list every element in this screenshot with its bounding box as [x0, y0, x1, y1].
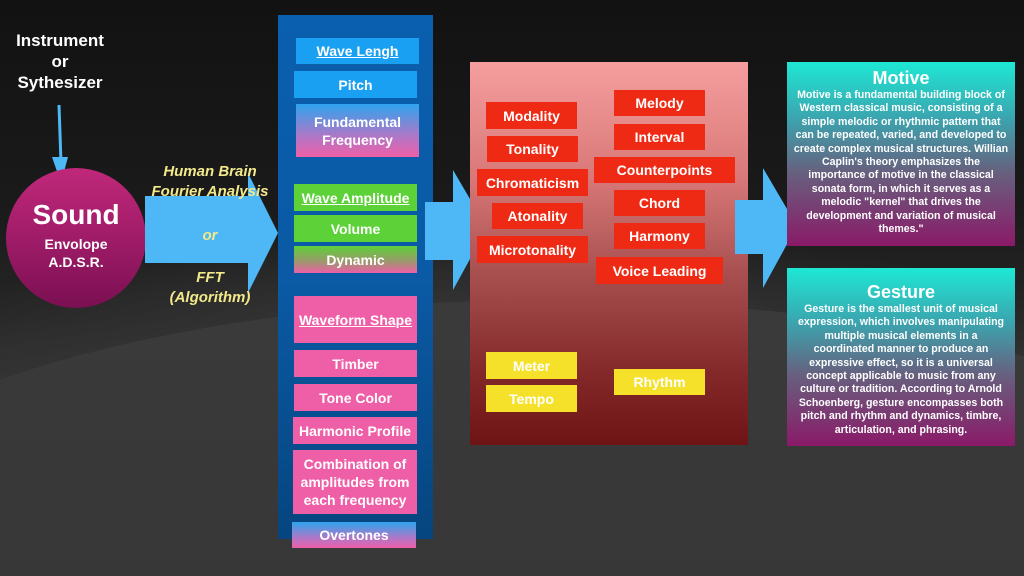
analysis-line-4: (Algorithm)	[169, 289, 251, 306]
analysis-method-2: FFT (Algorithm)	[135, 268, 285, 308]
element-melody: Melody	[614, 90, 705, 116]
param-harmonic-profile: Harmonic Profile	[293, 417, 417, 444]
param-combination-of-amplitudes: Combination of amplitudes from each freq…	[293, 450, 417, 514]
element-interval: Interval	[614, 124, 705, 150]
right-arrow-icon	[425, 170, 487, 290]
sound-title: Sound	[32, 199, 120, 230]
analysis-line-3: FFT	[196, 269, 224, 286]
element-microtonality: Microtonality	[477, 236, 588, 263]
param-timber: Timber	[294, 350, 417, 377]
element-voice-leading: Voice Leading	[596, 257, 723, 284]
element-rhythm: Rhythm	[614, 369, 705, 395]
source-line-2: or	[51, 52, 69, 71]
gesture-card: Gesture Gesture is the smallest unit of …	[787, 268, 1015, 446]
element-counterpoints: Counterpoints	[594, 157, 735, 183]
analysis-line-1: Human Brain	[163, 163, 257, 180]
param-dynamic: Dynamic	[294, 246, 417, 273]
source-line-1: Instrument	[16, 31, 104, 50]
param-wave-amplitude: Wave Amplitude	[294, 184, 417, 211]
element-modality: Modality	[486, 102, 577, 129]
sound-circle: Sound Envolope A.D.S.R.	[6, 168, 146, 308]
param-pitch: Pitch	[294, 71, 417, 98]
param-volume: Volume	[294, 215, 417, 242]
analysis-or: or	[202, 227, 218, 244]
element-tempo: Tempo	[486, 385, 577, 412]
param-wave-length: Wave Lengh	[296, 38, 419, 64]
analysis-method-1: Human Brain Fourier Analysis	[135, 162, 285, 202]
element-meter: Meter	[486, 352, 577, 379]
param-tone-color: Tone Color	[294, 384, 417, 411]
motive-card: Motive Motive is a fundamental building …	[787, 62, 1015, 246]
element-tonality: Tonality	[487, 136, 578, 162]
source-label: Instrument or Sythesizer	[0, 30, 120, 93]
element-atonality: Atonality	[492, 203, 583, 229]
right-arrow-icon	[735, 168, 797, 288]
gesture-title: Gesture	[866, 282, 936, 302]
element-chromaticism: Chromaticism	[477, 169, 588, 196]
source-line-3: Sythesizer	[17, 73, 103, 92]
right-arrow-icon	[145, 173, 278, 293]
element-chord: Chord	[614, 190, 705, 216]
sound-subtitle-line-1: Envolope	[44, 236, 108, 252]
param-overtones: Overtones	[292, 522, 416, 548]
param-waveform-shape: Waveform Shape	[294, 296, 417, 343]
sound-subtitle: Envolope A.D.S.R.	[44, 235, 107, 271]
gesture-body: Gesture is the smallest unit of musical …	[797, 303, 1005, 436]
motive-title: Motive	[872, 68, 930, 88]
sound-subtitle-line-2: A.D.S.R.	[48, 254, 104, 270]
analysis-line-2: Fourier Analysis	[151, 183, 269, 200]
param-fundamental-frequency: Fundamental Frequency	[296, 104, 419, 157]
element-harmony: Harmony	[614, 223, 705, 249]
motive-body: Motive is a fundamental building block o…	[793, 89, 1009, 236]
